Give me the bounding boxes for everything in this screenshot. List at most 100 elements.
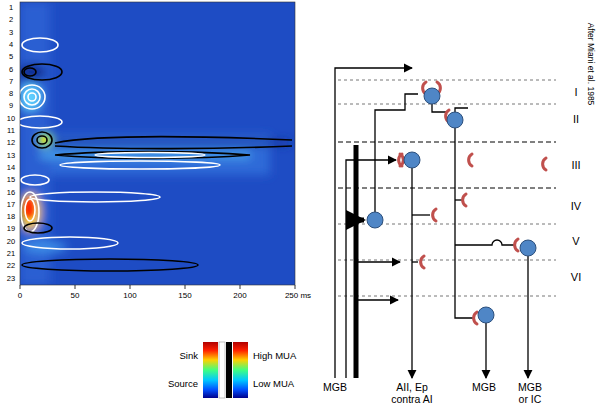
synapses [399, 82, 546, 324]
heatmap-hotspot [24, 137, 47, 218]
contour [37, 136, 47, 144]
contour [25, 199, 35, 221]
projection-label: MGB or IC [514, 381, 546, 405]
plot-frame [20, 2, 295, 285]
layer-boundaries [338, 80, 556, 296]
contour [28, 93, 36, 101]
channel-number: 19 [7, 225, 15, 234]
contour [95, 153, 205, 158]
layer-label: III [571, 159, 580, 172]
heatmap-patch [50, 140, 290, 145]
axon [455, 245, 474, 318]
neuron [404, 152, 420, 168]
channel-number: 5 [9, 53, 13, 62]
black-contour-sample [226, 342, 232, 398]
time-tick-label: 250 ms [285, 291, 311, 300]
contour [55, 152, 250, 159]
neurons [367, 88, 536, 323]
contour-lines [20, 38, 292, 271]
axon [455, 240, 514, 245]
colour-bar [203, 342, 218, 398]
colour-key [203, 342, 248, 398]
neuron [367, 212, 383, 228]
axon [455, 108, 468, 245]
contour [22, 38, 58, 52]
channel-number: 22 [7, 262, 15, 271]
layer-label: II [573, 113, 579, 126]
channel-number: 4 [9, 41, 13, 50]
axon [485, 323, 486, 378]
contour [32, 132, 52, 148]
layer-line [338, 104, 556, 105]
neuron [520, 240, 536, 256]
colour-bar [233, 342, 248, 398]
channel-number: 2 [9, 16, 13, 25]
heatmap-patches [20, 2, 290, 285]
synapse [515, 239, 518, 251]
legend-label: Low MUA [253, 379, 294, 390]
time-tick-label: 0 [18, 291, 22, 300]
neuron [478, 307, 494, 323]
tick [20, 285, 21, 289]
channel-number: 21 [7, 250, 15, 259]
axon [412, 214, 430, 215]
layer-line [338, 188, 556, 189]
layer-line [338, 142, 556, 143]
synapse [433, 209, 436, 221]
channel-number: 7 [9, 77, 13, 86]
afferent-line [356, 299, 398, 300]
contour [22, 237, 118, 249]
channel-number: 9 [9, 102, 13, 111]
neuron [424, 88, 440, 104]
contour [22, 259, 198, 271]
channel-number: 3 [9, 28, 13, 37]
synapse [400, 154, 403, 166]
axon [412, 261, 418, 262]
layer-line [338, 260, 556, 261]
contour [24, 68, 36, 76]
tick [240, 285, 241, 289]
synapse [543, 158, 546, 170]
channel-number: 14 [7, 164, 15, 173]
time-tick-label: 50 [71, 291, 80, 300]
contour [30, 192, 160, 202]
tick [185, 285, 186, 289]
contour [24, 89, 40, 105]
tick [75, 285, 76, 289]
contour [21, 192, 39, 232]
contour [22, 64, 62, 80]
afferent-line [356, 261, 400, 262]
axon [411, 168, 412, 378]
time-tick-label: 100 [123, 291, 136, 300]
channel-number: 8 [9, 90, 13, 99]
channel-number: 15 [7, 176, 15, 185]
heatmap-ground [20, 2, 295, 285]
channel-number: 12 [7, 139, 15, 148]
channel-number: 13 [7, 151, 15, 160]
channel-number: 6 [9, 65, 13, 74]
contour [20, 85, 45, 109]
axis-ticks [20, 285, 295, 289]
synapse [463, 194, 466, 206]
heatmap-patch [20, 64, 46, 80]
projection-label: AII, Ep contra AI [386, 381, 438, 405]
legend-label: Source [168, 379, 198, 390]
time-tick-label: 200 [233, 291, 246, 300]
contour [24, 223, 52, 233]
citation-note: After Miani et al. 1985 [585, 23, 595, 106]
white-contour-sample [219, 342, 225, 398]
tick [295, 285, 296, 289]
thick-afferent [354, 145, 359, 378]
contour [60, 161, 220, 169]
synapse [474, 312, 477, 324]
afferent-line [335, 68, 412, 378]
legend-label: High MUA [253, 351, 296, 362]
synapse [421, 256, 424, 268]
axon [432, 104, 446, 112]
layer-label: IV [571, 200, 581, 213]
channel-number: 18 [7, 213, 15, 222]
time-tick-label: 150 [178, 291, 191, 300]
channel-number: 23 [7, 274, 15, 283]
